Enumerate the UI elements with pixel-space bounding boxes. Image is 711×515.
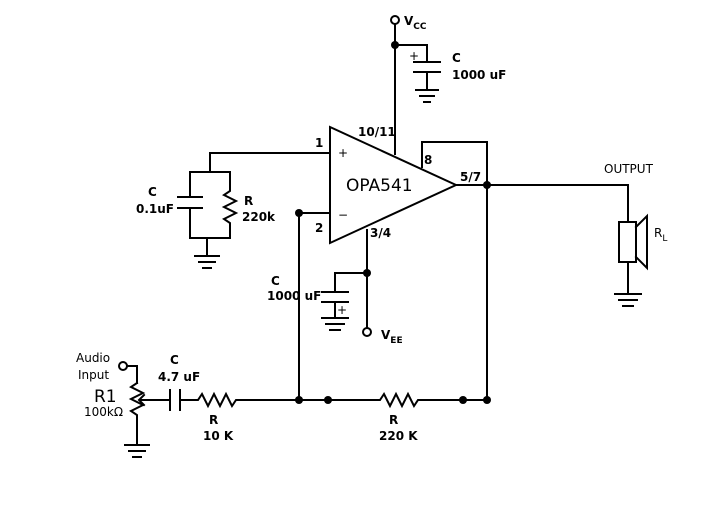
feedback-resistor-value: 220 K <box>379 429 418 443</box>
bias-capacitor <box>177 196 203 209</box>
vee-capacitor <box>321 291 349 303</box>
pot-value: 100kΩ <box>84 405 123 419</box>
opamp-label: OPA541 <box>346 176 413 196</box>
feedback-node-dot-3 <box>459 396 467 404</box>
feedback-node-dot-2 <box>324 396 332 404</box>
coupling-cap-name: C <box>170 353 179 367</box>
vee-cap-ground-icon <box>321 317 349 331</box>
vee-cap-value: 1000 uF <box>267 289 321 303</box>
minus-input-wire <box>298 212 331 401</box>
vee-cap-wire <box>334 272 368 293</box>
vee-cap-polarity: + <box>337 303 347 317</box>
vcc-cap-polarity: + <box>409 49 419 63</box>
vcc-cap-name: C <box>452 51 461 65</box>
pin-2-label: 2 <box>315 221 323 235</box>
vcc-label: VCC <box>404 14 427 32</box>
pot-name: R1 <box>94 387 117 407</box>
bias-ground-icon <box>194 255 220 269</box>
output-label: OUTPUT <box>604 162 654 176</box>
coupling-cap-value: 4.7 uF <box>158 370 200 384</box>
vcc-cap-wire <box>394 44 428 63</box>
vcc-capacitor <box>413 61 441 73</box>
load-label: RL <box>654 226 667 244</box>
speaker-ground-icon <box>614 293 642 307</box>
opamp-triangle <box>329 125 459 245</box>
input-resistor-value: 10 K <box>203 429 234 443</box>
pin-1-label: 1 <box>315 136 323 150</box>
feedback-resistor-name: R <box>389 413 398 427</box>
feedback-node-dot <box>295 396 303 404</box>
audio-input-terminal <box>118 361 128 371</box>
plus-input-wire <box>209 152 331 173</box>
audio-input-label-line2: Input <box>78 368 109 382</box>
bias-cap-name: C <box>148 185 157 199</box>
vee-label: VEE <box>381 328 403 346</box>
bias-resistor <box>221 171 239 239</box>
vcc-node-dot <box>391 41 399 49</box>
potentiometer <box>128 381 146 446</box>
bias-cap-value: 0.1uF <box>136 202 174 216</box>
audio-input-label-line1: Audio <box>76 351 110 365</box>
pin-vcc-label: 10/11 <box>358 125 396 139</box>
vcc-cap-ground-icon <box>415 89 439 103</box>
output-wire <box>455 184 629 223</box>
pot-wiper-arrow <box>137 393 153 407</box>
vee-terminal <box>362 327 372 337</box>
vee-cap-name: C <box>271 274 280 288</box>
opamp-minus-sign: − <box>338 208 348 222</box>
coupling-capacitor <box>169 389 181 411</box>
pin-vee-label: 3/4 <box>370 226 391 240</box>
minus-input-dot <box>295 209 303 217</box>
bias-resistor-value: 220k <box>242 210 276 224</box>
pot-top-wire <box>126 365 138 384</box>
speaker-cone <box>634 213 648 271</box>
vee-node-dot <box>363 269 371 277</box>
speaker-icon <box>618 221 637 263</box>
vcc-terminal <box>390 15 400 25</box>
pot-ground-icon <box>124 444 150 458</box>
feedback-node-dot-4 <box>483 396 491 404</box>
vcc-cap-value: 1000 uF <box>452 68 506 82</box>
pin-out-label: 5/7 <box>460 170 481 184</box>
bias-resistor-name: R <box>244 194 253 208</box>
input-resistor-name: R <box>209 413 218 427</box>
pin8-loop-wire <box>421 141 488 186</box>
pin-8-label: 8 <box>424 153 432 167</box>
opamp-plus-sign: + <box>338 146 348 160</box>
